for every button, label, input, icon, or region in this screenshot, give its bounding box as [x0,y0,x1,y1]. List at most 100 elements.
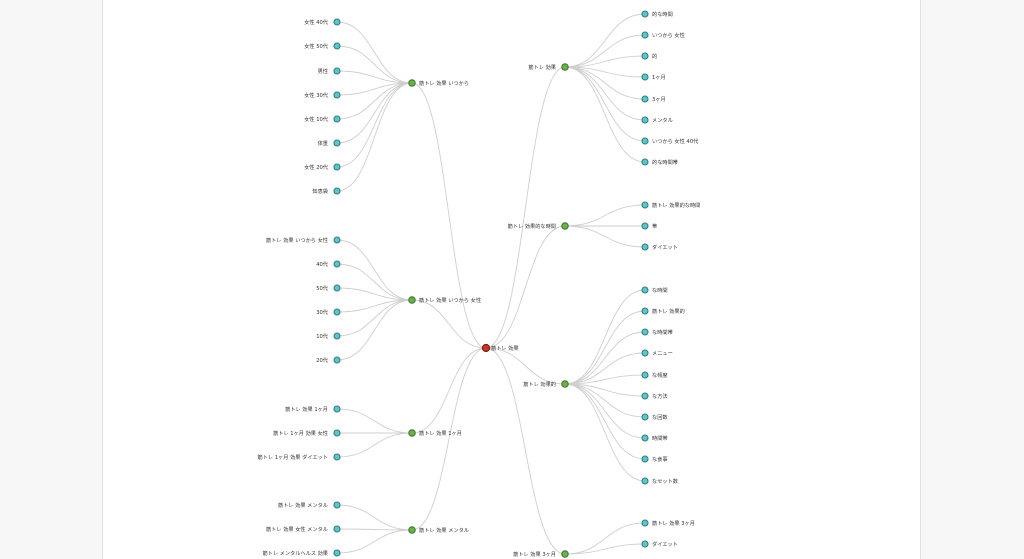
leaf-node[interactable]: 帯 [641,222,657,230]
branch-node-left-2[interactable]: 筋トレ 効果 1ヶ月 [408,429,462,437]
leaf-node[interactable]: 筋トレ 効果 3ヶ月 [641,519,695,527]
leaf-node[interactable]: 筋トレ 1ヶ月 効果 ダイエット [258,453,341,461]
leaf-node[interactable]: 女性 30代 [304,91,341,99]
branch-node-circle[interactable] [408,429,416,437]
leaf-node[interactable]: な頻度 [641,371,668,379]
leaf-node-circle[interactable] [641,307,649,315]
branch-node-circle[interactable] [408,526,416,534]
leaf-node[interactable]: メニュー [641,349,673,357]
leaf-node[interactable]: 女性 10代 [304,115,341,123]
leaf-node[interactable]: 知恵袋 [312,187,341,195]
branch-node-circle[interactable] [561,550,569,558]
leaf-node[interactable]: な方法 [641,392,668,400]
leaf-node-circle[interactable] [333,405,341,413]
leaf-node-circle[interactable] [333,453,341,461]
leaf-node-circle[interactable] [641,158,649,166]
branch-node-left-0[interactable]: 筋トレ 効果 いつから [408,79,469,87]
leaf-node-circle[interactable] [333,356,341,364]
leaf-node-circle[interactable] [641,328,649,336]
leaf-node-circle[interactable] [641,519,649,527]
branch-node-right-2[interactable]: 筋トレ 効果的 [523,380,569,388]
leaf-node-circle[interactable] [333,501,341,509]
leaf-node[interactable]: 的 [641,52,657,60]
leaf-node[interactable]: 3ヶ月 [641,95,666,103]
root-node-circle[interactable] [481,343,491,353]
leaf-node[interactable]: 体重 [318,139,341,147]
leaf-node[interactable]: 筋トレ 効果 メンタル [278,501,341,509]
branch-node-right-3[interactable]: 筋トレ 効果 3ヶ月 [513,550,569,558]
leaf-node[interactable]: 筋トレ 効果 女性 メンタル [266,525,341,533]
leaf-node[interactable]: 女性 20代 [304,163,341,171]
leaf-node-circle[interactable] [333,308,341,316]
leaf-node-circle[interactable] [641,349,649,357]
leaf-node[interactable]: 30代 [316,308,341,316]
leaf-node-circle[interactable] [333,187,341,195]
leaf-node-circle[interactable] [333,139,341,147]
leaf-node[interactable]: なセット数 [641,477,679,485]
leaf-node-circle[interactable] [333,284,341,292]
branch-node-circle[interactable] [561,222,569,230]
leaf-node-circle[interactable] [641,371,649,379]
leaf-node[interactable]: メンタル [641,116,673,124]
leaf-node-circle[interactable] [641,434,649,442]
leaf-node-circle[interactable] [641,95,649,103]
leaf-node[interactable]: な回数 [641,413,668,421]
leaf-node[interactable]: 女性 50代 [304,42,341,50]
leaf-node[interactable]: 時間帯 [641,434,668,442]
leaf-node-circle[interactable] [641,413,649,421]
leaf-node[interactable]: 筋トレ 効果 1ヶ月 [285,405,341,413]
leaf-node-circle[interactable] [641,52,649,60]
leaf-node[interactable]: 40代 [316,260,341,268]
branch-node-left-3[interactable]: 筋トレ 効果 メンタル [408,526,469,534]
leaf-node-circle[interactable] [333,236,341,244]
leaf-node-circle[interactable] [333,67,341,75]
leaf-node-circle[interactable] [333,42,341,50]
leaf-node-circle[interactable] [333,332,341,340]
leaf-node-circle[interactable] [641,10,649,18]
leaf-node[interactable]: な時間 [641,286,668,294]
leaf-node-circle[interactable] [641,201,649,209]
leaf-node-circle[interactable] [333,429,341,437]
leaf-node[interactable]: ダイエット [641,540,678,548]
leaf-node-circle[interactable] [333,115,341,123]
leaf-node[interactable]: いつから 女性 40代 [641,137,699,145]
branch-node-left-1[interactable]: 筋トレ 効果 いつから 女性 [408,296,481,304]
leaf-node[interactable]: 筋トレ 効果 いつから 女性 [266,236,341,244]
leaf-node-circle[interactable] [333,163,341,171]
leaf-node-circle[interactable] [333,549,341,557]
leaf-node[interactable]: 50代 [316,284,341,292]
leaf-node[interactable]: 筋トレ メンタルヘルス 効果 [262,549,341,557]
leaf-node[interactable]: 的な時間 [641,10,673,18]
branch-node-right-0[interactable]: 筋トレ 効果 [528,63,569,71]
leaf-node[interactable]: 1ヶ月 [641,73,666,81]
leaf-node[interactable]: 10代 [316,332,341,340]
leaf-node-circle[interactable] [641,222,649,230]
leaf-node-circle[interactable] [641,540,649,548]
leaf-node[interactable]: 的な時間帯 [641,158,678,166]
leaf-node[interactable]: な食事 [641,455,668,463]
leaf-node[interactable]: 女性 40代 [304,18,341,26]
leaf-node[interactable]: 筋トレ 効果的 [641,307,685,315]
branch-node-right-1[interactable]: 筋トレ 効果的な時間 [508,222,569,230]
leaf-node-circle[interactable] [641,455,649,463]
root-node[interactable]: 筋トレ 効果 [481,343,519,353]
branch-node-circle[interactable] [408,79,416,87]
leaf-node-circle[interactable] [641,286,649,294]
leaf-node-circle[interactable] [641,31,649,39]
leaf-node-circle[interactable] [641,137,649,145]
leaf-node-circle[interactable] [333,525,341,533]
leaf-node-circle[interactable] [333,260,341,268]
leaf-node-circle[interactable] [333,91,341,99]
leaf-node-circle[interactable] [641,243,649,251]
leaf-node[interactable]: いつから 女性 [641,31,685,39]
leaf-node[interactable]: 筋トレ 効果的な時間 [641,201,700,209]
leaf-node-circle[interactable] [641,392,649,400]
branch-node-circle[interactable] [408,296,416,304]
leaf-node-circle[interactable] [641,116,649,124]
leaf-node[interactable]: 男性 [318,67,341,75]
leaf-node[interactable]: 20代 [316,356,341,364]
branch-node-circle[interactable] [561,63,569,71]
leaf-node[interactable]: ダイエット [641,243,678,251]
leaf-node-circle[interactable] [641,477,649,485]
